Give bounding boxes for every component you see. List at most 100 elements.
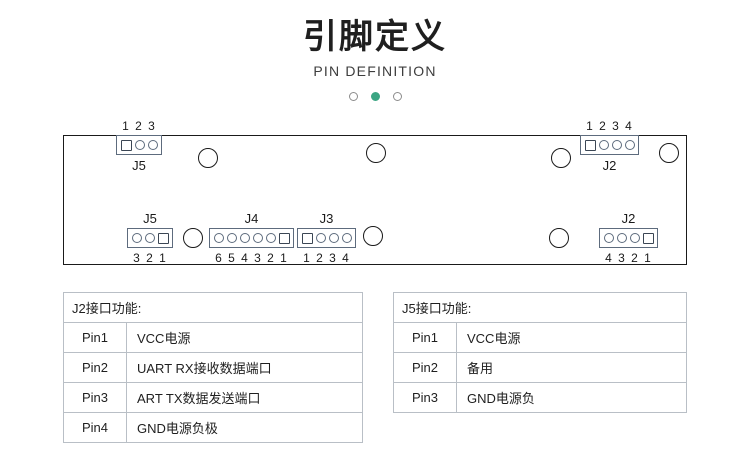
pin-2: [629, 233, 640, 243]
table-row: Pin1 VCC电源: [393, 322, 687, 353]
mounting-hole-bottom-2: [363, 226, 383, 246]
carousel-dot-3[interactable]: [392, 92, 402, 102]
pin-number: 4: [625, 119, 632, 133]
table-header-row: J2接口功能:: [63, 292, 363, 323]
pin-number: 2: [146, 251, 153, 265]
pin-description: VCC电源: [126, 322, 363, 353]
carousel-dots: [0, 79, 750, 102]
connector-j5-top-label: J5: [132, 158, 146, 173]
table-row: Pin4 GND电源负极: [63, 412, 363, 443]
table-row: Pin2 备用: [393, 352, 687, 383]
connector-j5-bottom-label: J5: [143, 211, 157, 226]
pin-number: 3: [254, 251, 261, 265]
pin-number: 3: [612, 119, 619, 133]
connector-j5-bottom[interactable]: J5 3 2 1: [127, 212, 173, 264]
connector-j4-bottom[interactable]: J4 6 5 4 3 2 1: [209, 212, 294, 264]
connector-j2-bottom-body[interactable]: [599, 228, 658, 248]
mounting-hole-bottom-3: [549, 228, 569, 248]
connector-j2-bottom-pin-numbers: 4 3 2 1: [599, 252, 658, 264]
connector-j4-bottom-pin-numbers: 6 5 4 3 2 1: [209, 252, 294, 264]
table-j2-header: J2接口功能:: [63, 292, 363, 323]
pin-number: 1: [644, 251, 651, 265]
table-j5-header: J5接口功能:: [393, 292, 687, 323]
pin-label: Pin3: [63, 382, 127, 413]
mounting-hole-top-3: [551, 148, 571, 168]
connector-j5-bottom-body[interactable]: [127, 228, 173, 248]
pin-number: 1: [586, 119, 593, 133]
pin-6: [213, 233, 224, 243]
table-j2-functions: J2接口功能: Pin1 VCC电源 Pin2 UART RX接收数据端口 Pi…: [63, 292, 363, 443]
pin-2: [134, 140, 145, 150]
pin-2: [598, 140, 609, 150]
connector-j3-bottom-body[interactable]: [297, 228, 356, 248]
table-header-row: J5接口功能:: [393, 292, 687, 323]
pin-number: 3: [133, 251, 140, 265]
connector-j5-bottom-pin-numbers: 3 2 1: [127, 252, 173, 264]
pin-number: 3: [329, 251, 336, 265]
pin-1-square: [157, 232, 169, 244]
connector-j2-top-label: J2: [602, 158, 617, 173]
pin-number: 3: [148, 119, 155, 133]
connector-j2-bottom-label: J2: [621, 211, 636, 226]
carousel-dot-1[interactable]: [348, 92, 358, 102]
pin-number: 1: [159, 251, 166, 265]
pin-3: [252, 233, 263, 243]
pin-description: ART TX数据发送端口: [126, 382, 363, 413]
table-row: Pin3 ART TX数据发送端口: [63, 382, 363, 413]
pin-4: [624, 140, 635, 150]
pin-3: [616, 233, 627, 243]
connector-j4-bottom-body[interactable]: [209, 228, 294, 248]
connector-j2-top[interactable]: 1 2 3 4 J2: [580, 120, 639, 172]
pin-3: [328, 233, 339, 243]
mounting-hole-bottom-1: [183, 228, 203, 248]
pin-description: 备用: [456, 352, 687, 383]
pin-4: [239, 233, 250, 243]
pin-1-square: [278, 232, 290, 244]
connector-j2-top-pin-numbers: 1 2 3 4: [580, 120, 639, 132]
pin-number: 2: [316, 251, 323, 265]
mounting-hole-top-4: [659, 143, 679, 163]
connector-j5-top[interactable]: 1 2 3 J5: [116, 120, 162, 172]
pin-label: Pin3: [393, 382, 457, 413]
pin-label: Pin4: [63, 412, 127, 443]
pin-1-square: [301, 232, 313, 244]
table-row: Pin2 UART RX接收数据端口: [63, 352, 363, 383]
pin-label: Pin1: [63, 322, 127, 353]
pin-number: 1: [280, 251, 287, 265]
pin-number: 5: [228, 251, 235, 265]
pin-number: 4: [605, 251, 612, 265]
pin-2: [144, 233, 155, 243]
connector-j2-bottom[interactable]: J2 4 3 2 1: [599, 212, 658, 264]
pin-number: 2: [267, 251, 274, 265]
pin-number: 1: [122, 119, 129, 133]
pin-description: VCC电源: [456, 322, 687, 353]
pin-3: [131, 233, 142, 243]
connector-j5-top-body[interactable]: [116, 135, 162, 155]
pin-number: 1: [303, 251, 310, 265]
pin-label: Pin2: [63, 352, 127, 383]
pin-label: Pin2: [393, 352, 457, 383]
pin-number: 4: [342, 251, 349, 265]
carousel-dot-2-active[interactable]: [370, 92, 380, 102]
pin-3: [147, 140, 158, 150]
pin-description: GND电源负极: [126, 412, 363, 443]
pin-number: 4: [241, 251, 248, 265]
pin-4: [341, 233, 352, 243]
connector-j2-top-body[interactable]: [580, 135, 639, 155]
connector-j5-top-pin-numbers: 1 2 3: [116, 120, 162, 132]
table-row: Pin3 GND电源负: [393, 382, 687, 413]
pin-description: UART RX接收数据端口: [126, 352, 363, 383]
pin-3: [611, 140, 622, 150]
pin-1-square: [642, 232, 654, 244]
pin-2: [265, 233, 276, 243]
connector-j3-bottom[interactable]: J3 1 2 3 4: [297, 212, 356, 264]
pin-label: Pin1: [393, 322, 457, 353]
mounting-hole-top-1: [198, 148, 218, 168]
pin-2: [315, 233, 326, 243]
pin-number: 6: [215, 251, 222, 265]
mounting-hole-top-2: [366, 143, 386, 163]
connector-j3-bottom-pin-numbers: 1 2 3 4: [297, 252, 356, 264]
pin-number: 3: [618, 251, 625, 265]
connector-j3-bottom-label: J3: [319, 211, 334, 226]
table-j5-functions: J5接口功能: Pin1 VCC电源 Pin2 备用 Pin3 GND电源负: [393, 292, 687, 413]
